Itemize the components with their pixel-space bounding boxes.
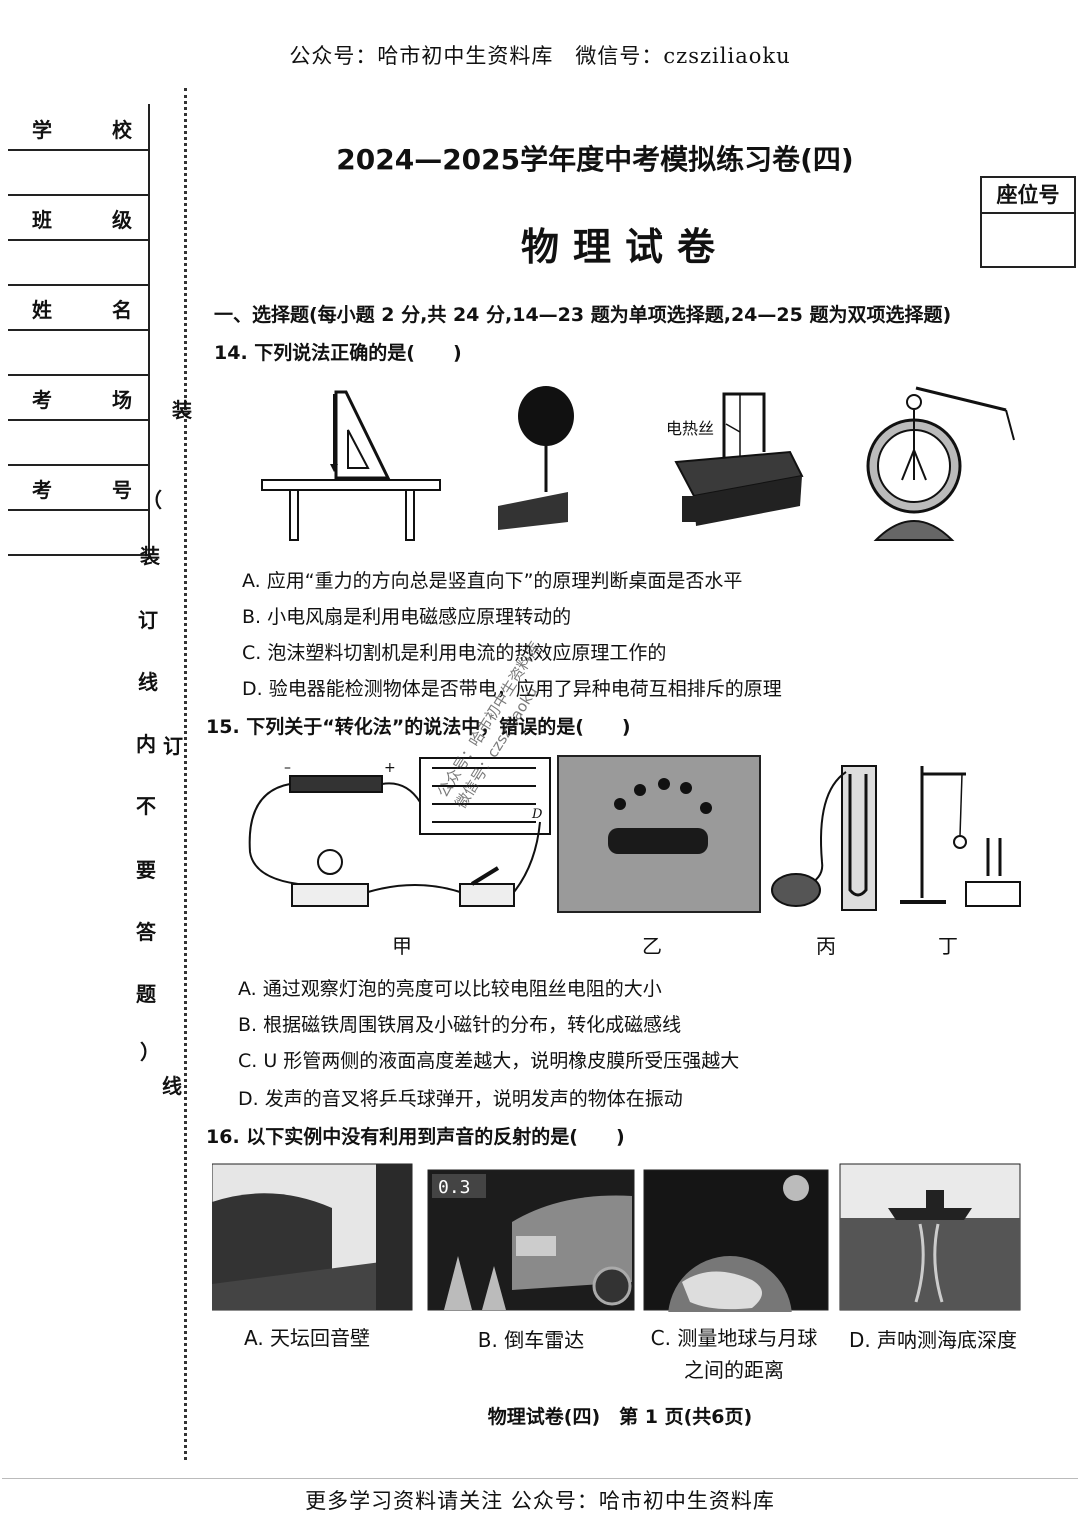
fig-label-ding: 丁: [938, 934, 958, 958]
q15-option-a[interactable]: A. 通过观察灯泡的亮度可以比较电阻丝电阻的大小: [238, 978, 662, 1000]
binding-dotted-line: [184, 88, 187, 1460]
info-label-char: 考: [32, 388, 52, 412]
info-field-class[interactable]: [8, 239, 148, 286]
resistance-circuit-figure: – + D: [248, 757, 551, 907]
q16-photos: 0.3: [212, 1163, 1021, 1312]
info-label-char: 班: [32, 208, 52, 232]
tuning-fork-figure: [900, 766, 1021, 907]
info-row-room: 考场: [8, 374, 148, 421]
electroscope-figure: [866, 386, 1015, 541]
magnet-filings-photo: [557, 755, 761, 913]
binding-char: 线: [138, 670, 158, 694]
info-label-char: 校: [112, 118, 132, 142]
seat-number-label: 座位号: [982, 178, 1074, 214]
q16-option-d[interactable]: D. 声呐测海底深度: [848, 1328, 1018, 1352]
reversing-radar-photo: 0.3: [427, 1169, 635, 1311]
binding-char: 不: [136, 794, 156, 818]
info-row-id: 考号: [8, 464, 148, 511]
binding-char: 内: [136, 732, 156, 756]
page-footer: 更多学习资料请关注 公众号：哈市初中生资料库: [305, 1489, 775, 1513]
binding-char: ）: [140, 1040, 160, 1064]
terminal-d-label: D: [531, 807, 543, 822]
svg-text:–: –: [284, 760, 291, 776]
info-label-char: 姓: [32, 298, 52, 322]
q14-option-d[interactable]: D. 验电器能检测物体是否带电，应用了异种电荷互相排斥的原理: [242, 678, 782, 700]
info-row-school: 学校: [8, 104, 148, 151]
foam-cutter-figure: 电热丝: [666, 392, 804, 526]
page-edge-line: [2, 1478, 1078, 1479]
binding-char: 题: [136, 982, 156, 1006]
q14-option-c[interactable]: C. 泡沫塑料切割机是利用电流的热效应原理工作的: [242, 642, 667, 664]
q16-stem: 16. 以下实例中没有利用到声音的反射的是( ): [206, 1126, 625, 1148]
q16-option-c[interactable]: C. 测量地球与月球: [650, 1326, 818, 1350]
section-heading: 一、选择题(每小题 2 分,共 24 分,14—23 题为单项选择题,24—25…: [214, 304, 952, 326]
info-row-name: 姓名: [8, 284, 148, 331]
heating-wire-label: 电热丝: [666, 419, 714, 438]
info-label-char: 场: [112, 388, 132, 412]
sonar-photo: [839, 1163, 1021, 1311]
fig-label-jia: 甲: [392, 934, 412, 958]
binding-char: 要: [136, 858, 156, 882]
radar-reading: 0.3: [438, 1177, 471, 1198]
small-fan-figure: [498, 386, 574, 530]
q15-stem: 15. 下列关于“转化法”的说法中，错误的是( ): [206, 716, 631, 738]
q15-figures: – + D: [248, 755, 1021, 913]
svg-text:+: +: [384, 760, 396, 776]
q14-option-b[interactable]: B. 小电风扇是利用电磁感应原理转动的: [242, 606, 572, 628]
info-label-char: 考: [32, 478, 52, 502]
q14-figures: 电热丝: [261, 386, 1015, 541]
binding-char: 装: [172, 398, 192, 422]
info-field-name[interactable]: [8, 329, 148, 376]
page-number-footer: 物理试卷(四) 第 1 页(共6页): [487, 1406, 753, 1428]
page-header: 公众号：哈市初中生资料库 微信号：czsziliaoku: [289, 44, 791, 68]
earth-moon-photo: [643, 1169, 829, 1312]
info-label-char: 学: [32, 118, 52, 142]
fig-label-bing: 丙: [816, 934, 836, 958]
binding-char: （: [142, 488, 162, 512]
q16-option-b[interactable]: B. 倒车雷达: [477, 1328, 585, 1352]
binding-char: 订: [163, 734, 183, 758]
fig-label-yi: 乙: [642, 934, 662, 958]
info-label-char: 号: [112, 478, 132, 502]
seat-number-box[interactable]: 座位号: [980, 176, 1076, 268]
echo-wall-photo: [212, 1163, 413, 1311]
exam-title: 2024—2025学年度中考模拟练习卷(四): [336, 143, 854, 176]
info-row-class: 班级: [8, 194, 148, 241]
binding-char: 装: [140, 544, 160, 568]
binding-char: 线: [162, 1074, 182, 1098]
q14-stem: 14. 下列说法正确的是( ): [214, 342, 462, 364]
q14-option-a[interactable]: A. 应用“重力的方向总是竖直向下”的原理判断桌面是否水平: [242, 570, 743, 592]
student-info-box: 学校 班级 姓名 考场 考号: [8, 104, 150, 558]
q15-option-d[interactable]: D. 发声的音叉将乒乓球弹开，说明发声的物体在振动: [238, 1088, 683, 1110]
q16-option-c-line2: 之间的距离: [684, 1358, 784, 1382]
info-field-school[interactable]: [8, 149, 148, 196]
info-label-char: 级: [112, 208, 132, 232]
binding-char: 订: [138, 608, 158, 632]
q16-option-a[interactable]: A. 天坛回音壁: [244, 1326, 371, 1350]
u-tube-manometer-figure: [771, 765, 877, 911]
subject-title: 物理试卷: [520, 225, 729, 269]
info-label-char: 名: [112, 298, 132, 322]
info-field-id[interactable]: [8, 509, 148, 556]
binding-char: 答: [136, 920, 156, 944]
table-level-figure: [261, 390, 441, 541]
info-field-room[interactable]: [8, 419, 148, 466]
q15-option-c[interactable]: C. U 形管两侧的液面高度差越大，说明橡皮膜所受压强越大: [238, 1050, 740, 1072]
q15-option-b[interactable]: B. 根据磁铁周围铁屑及小磁针的分布，转化成磁感线: [238, 1014, 682, 1036]
